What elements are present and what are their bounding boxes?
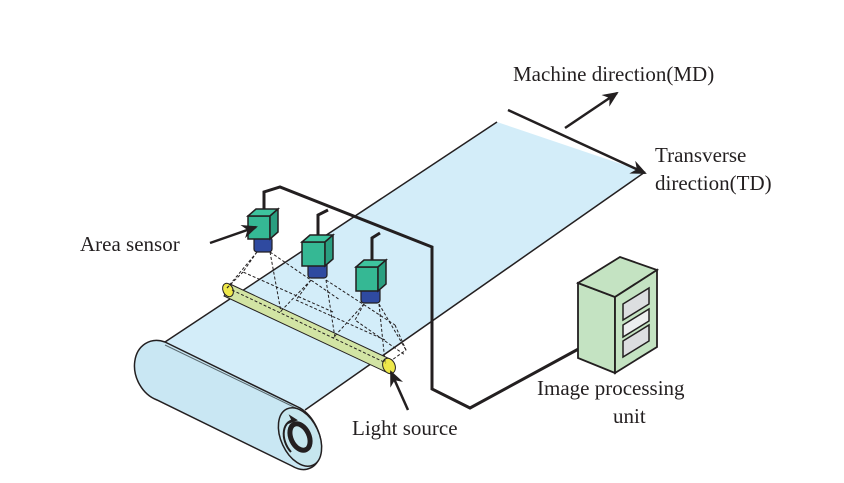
- transverse-direction-arrow-icon: [507, 108, 647, 175]
- image-processing-unit: [575, 256, 660, 375]
- light-source-pointer-arrow-icon: [389, 370, 410, 411]
- roller: [133, 339, 323, 471]
- area-sensor-pointer-arrow-icon: [209, 224, 258, 245]
- film-web: [164, 121, 646, 411]
- area-sensor-camera-1: [246, 207, 280, 253]
- field-of-view-lines: [226, 251, 407, 363]
- transverse-direction-label-line2: direction(TD): [655, 171, 772, 195]
- light-source-rod: [222, 282, 396, 375]
- machine-direction-arrow-icon: [564, 91, 619, 130]
- image-processing-unit-label-line1: Image processing: [537, 376, 685, 400]
- transverse-direction-label-line1: Transverse: [655, 143, 747, 167]
- area-sensor-camera-3: [354, 258, 388, 304]
- image-processing-unit-label-line2: unit: [613, 404, 646, 428]
- machine-direction-label: Machine direction(MD): [513, 62, 715, 86]
- rotation-arrow-icon: [282, 414, 298, 453]
- area-sensor-camera-2: [300, 233, 335, 279]
- light-source-label: Light source: [352, 416, 458, 440]
- signal-cable: [262, 185, 596, 410]
- area-sensor-label: Area sensor: [80, 232, 180, 256]
